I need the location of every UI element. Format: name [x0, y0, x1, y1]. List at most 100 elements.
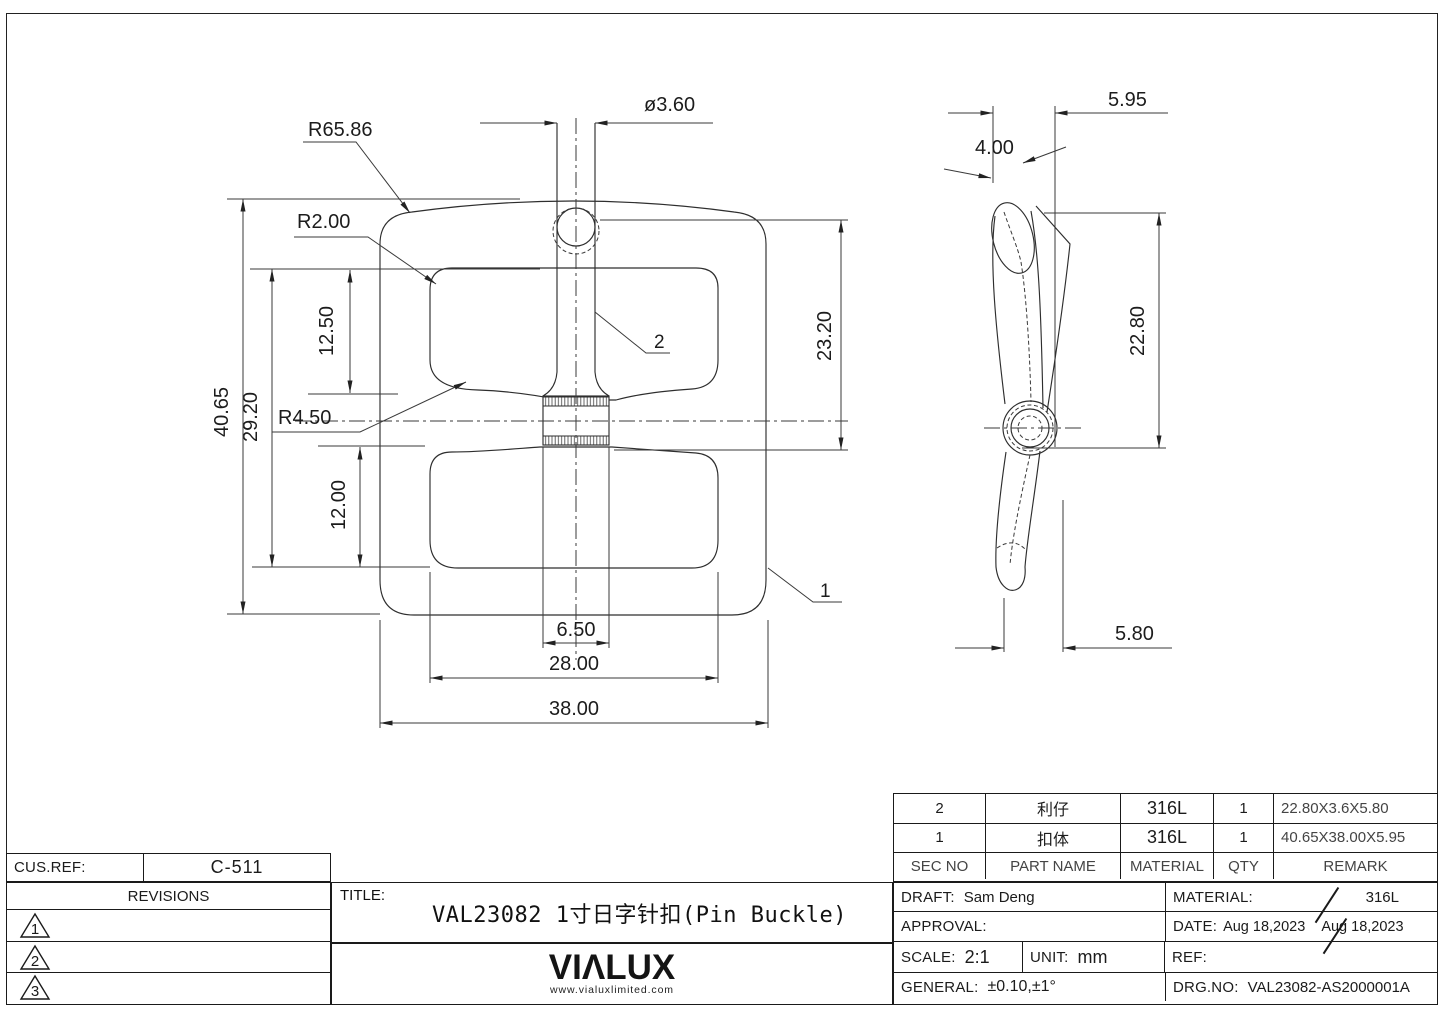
date-value-1: Aug 18,2023 [1223, 918, 1306, 935]
dim-4-00: 4.00 [943, 137, 1067, 179]
logo-cell: VIΛLUX www.vialuxlimited.com [331, 943, 893, 1005]
header-qty: QTY [1214, 853, 1274, 879]
leader-part-1: 1 [767, 567, 842, 603]
dim-r45: R4.50 [272, 381, 467, 433]
drg-no-cell: DRG.NO: VAL23082-AS2000001A [1166, 973, 1437, 1001]
info-block: DRAFT: Sam Deng MATERIAL: 316L APPROVAL:… [893, 882, 1438, 1005]
drawing-canvas: ø3.60 R65.86 R2.00 R4.50 12.50 29.20 [211, 89, 1172, 728]
part-remark: 22.80X3.6X5.80 [1281, 799, 1389, 817]
dim-22-80: 22.80 [1022, 212, 1166, 449]
material-cell: MATERIAL: 316L [1166, 883, 1437, 911]
part-remark: 40.65X38.00X5.95 [1281, 829, 1406, 847]
date-label: DATE: [1173, 918, 1218, 935]
cus-ref-label: CUS.REF: [7, 854, 144, 881]
dim-38-00: 38.00 [379, 620, 769, 728]
revision-number: 1 [31, 921, 39, 938]
dim-label-40-65: 40.65 [211, 387, 233, 437]
scale-label: SCALE: [901, 948, 956, 966]
ref-label: REF: [1172, 948, 1207, 966]
vialux-logo: VIΛLUX [548, 947, 676, 987]
header-sec-no: SEC NO [894, 853, 986, 879]
side-view: 5.95 4.00 22.80 5.80 [943, 89, 1172, 652]
buckle-body-outline [379, 200, 767, 616]
general-label: GENERAL: [901, 978, 979, 996]
draft-label: DRAFT: [901, 888, 955, 906]
title-cell: TITLE: VAL23082 1寸日字针扣(Pin Buckle) [331, 882, 893, 943]
draft-cell: DRAFT: Sam Deng [894, 883, 1166, 911]
revision-row-2: 2 [7, 942, 330, 973]
scale-cell: SCALE: 2:1 [894, 942, 1023, 972]
front-view: ø3.60 R65.86 R2.00 R4.50 12.50 29.20 [211, 94, 848, 728]
part-qty: 1 [1214, 823, 1274, 852]
logo-url: www.vialuxlimited.com [550, 983, 674, 996]
header-remark: REMARK [1323, 857, 1388, 875]
part-ref-2: 2 [654, 332, 665, 353]
table-row: 1 扣体 316L 1 40.65X38.00X5.95 [894, 823, 1437, 853]
dim-label-dia: ø3.60 [644, 94, 695, 116]
dim-label-r65: R65.86 [308, 119, 373, 141]
dim-label-38-00: 38.00 [549, 698, 599, 720]
revision-number: 3 [31, 983, 39, 1000]
revision-triangle-icon: 2 [19, 944, 51, 971]
part-ref-1: 1 [820, 581, 831, 602]
part-sec-no: 2 [894, 794, 986, 823]
dim-pin-diameter: ø3.60 [480, 94, 713, 126]
pin-head-side [991, 202, 1035, 274]
dim-label-4-00: 4.00 [975, 137, 1014, 159]
scale-value: 2:1 [964, 946, 990, 967]
revision-triangle-icon: 1 [19, 912, 51, 939]
general-value: ±0.10,±1° [987, 978, 1056, 995]
approval-label: APPROVAL: [901, 918, 987, 935]
material-label: MATERIAL: [1173, 888, 1253, 906]
pin-shaft [542, 123, 558, 397]
dim-label-22-80: 22.80 [1127, 306, 1149, 356]
part-material: 316L [1121, 823, 1214, 852]
dim-label-r45: R4.50 [278, 407, 331, 429]
cus-ref-block: CUS.REF: C-511 [6, 853, 331, 882]
lower-slot [429, 446, 719, 569]
dim-label-5-95: 5.95 [1108, 89, 1147, 111]
dim-r2: R2.00 [294, 211, 437, 285]
general-cell: GENERAL: ±0.10,±1° [894, 973, 1166, 1001]
dim-6-50: 6.50 [542, 447, 610, 648]
drg-no-label: DRG.NO: [1173, 978, 1239, 996]
drg-no-value: VAL23082-AS2000001A [1247, 978, 1410, 996]
revision-row-3: 3 [7, 973, 330, 1002]
revision-number: 2 [31, 953, 39, 970]
leader-part-2: 2 [594, 311, 670, 354]
dim-label-12-50: 12.50 [316, 306, 338, 356]
dim-28-00: 28.00 [429, 572, 719, 683]
parts-table: 2 利仔 316L 1 22.80X3.6X5.80 1 扣体 316L 1 4… [893, 793, 1438, 882]
cus-ref-value: C-511 [210, 857, 264, 877]
dim-label-23-20: 23.20 [814, 311, 836, 361]
table-row: 2 利仔 316L 1 22.80X3.6X5.80 [894, 794, 1437, 824]
upper-slot [429, 267, 719, 401]
part-qty: 1 [1214, 794, 1274, 823]
date-cell: DATE: Aug 18,2023 Aug 18,2023 [1166, 912, 1437, 941]
revisions-block: REVISIONS 1 2 3 [6, 882, 331, 1005]
dim-label-28-00: 28.00 [549, 653, 599, 675]
dim-r65: R65.86 [303, 119, 411, 214]
dim-5-95: 5.95 [948, 89, 1168, 116]
unit-cell: UNIT: mm [1023, 942, 1165, 972]
dim-label-r2: R2.00 [297, 211, 350, 233]
date-value-2: Aug 18,2023 [1321, 918, 1404, 935]
drawing-title: VAL23082 1寸日字针扣(Pin Buckle) [432, 902, 847, 928]
dim-label-29-20: 29.20 [240, 392, 262, 442]
dim-5-80: 5.80 [955, 500, 1172, 652]
part-material: 316L [1121, 794, 1214, 823]
dim-label-5-80: 5.80 [1115, 623, 1154, 645]
header-material: MATERIAL [1121, 853, 1214, 879]
pin-tail [995, 450, 1041, 591]
unit-label: UNIT: [1030, 948, 1069, 966]
dim-23-20: 23.20 [600, 219, 848, 451]
part-sec-no: 1 [894, 823, 986, 852]
draft-value: Sam Deng [963, 888, 1035, 906]
dim-label-12-00: 12.00 [328, 480, 350, 530]
part-name: 扣体 [986, 823, 1121, 852]
material-value: 316L [1365, 888, 1399, 906]
header-part-name: PART NAME [986, 853, 1121, 879]
approval-cell: APPROVAL: [894, 912, 1166, 941]
table-header-row: SEC NO PART NAME MATERIAL QTY REMARK [894, 853, 1437, 879]
dim-29-20: 29.20 [240, 269, 430, 568]
